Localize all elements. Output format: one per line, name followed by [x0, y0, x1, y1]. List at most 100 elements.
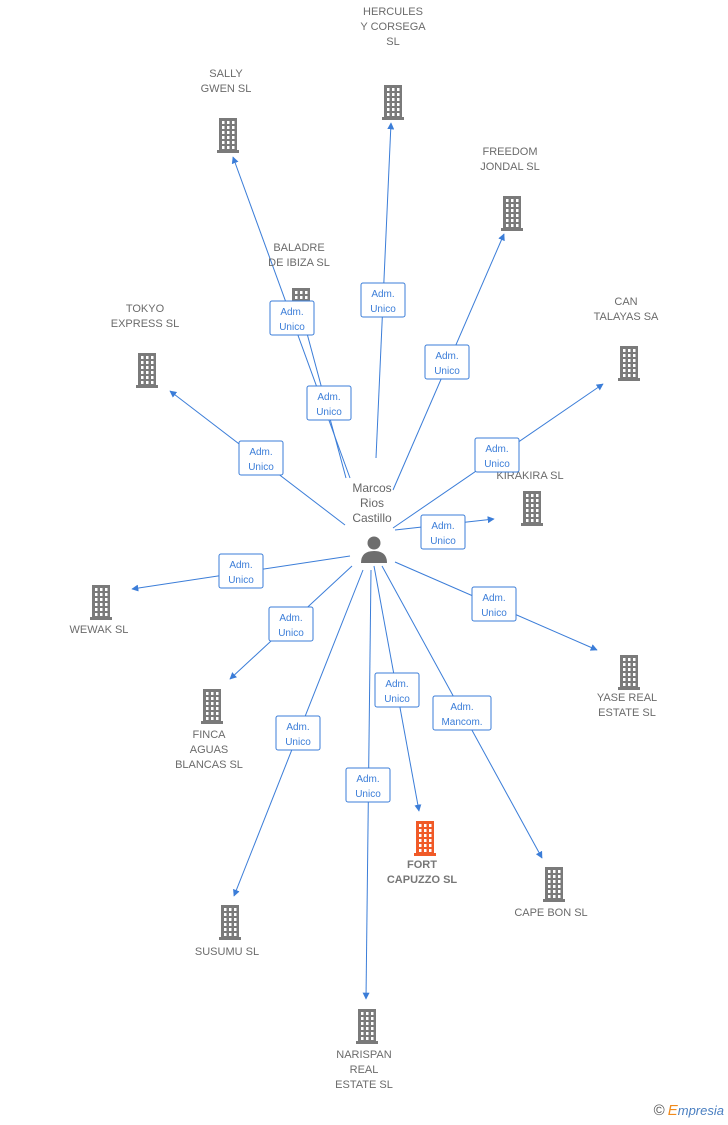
relation-label-wewak: Adm.Unico [218, 553, 264, 589]
relation-text: Unico [248, 462, 274, 473]
company-label-narispan: REAL [350, 1064, 379, 1076]
company-label-freedom: JONDAL SL [480, 161, 540, 173]
company-label-hercules: Y CORSEGA [360, 21, 426, 33]
relation-label-can: Adm. Unico [474, 437, 520, 473]
relation-label-baladre: Adm. Unico [306, 385, 352, 421]
brand-initial: E [667, 1102, 678, 1119]
relation-text: Adm. [356, 774, 379, 785]
relation-text: Unico [434, 366, 460, 377]
person-name: Marcos [352, 481, 391, 495]
relation-text: Unico [484, 459, 510, 470]
relation-text: Adm. [431, 521, 454, 532]
relation-label-yase: Adm. Unico [471, 586, 517, 622]
company-node-can[interactable]: CAN TALAYAS SA [594, 296, 659, 381]
company-label-tokyo: EXPRESS SL [111, 318, 179, 330]
relation-label-sally: Adm. Unico [269, 300, 315, 336]
relation-text: Unico [370, 304, 396, 315]
relation-text: Adm. [482, 593, 505, 604]
company-label-can: TALAYAS SA [594, 311, 659, 323]
building-icon [521, 491, 543, 526]
relation-text: Unico [355, 789, 381, 800]
company-node-capebon[interactable]: CAPE BON SL [514, 867, 588, 919]
company-node-narispan[interactable]: NARISPAN REAL ESTATE SL [335, 1009, 393, 1091]
company-label-freedom: FREEDOM [483, 146, 538, 158]
building-icon [217, 118, 239, 153]
relation-label-susumu: Adm. Unico [275, 715, 321, 751]
company-node-fort[interactable]: FORT CAPUZZO SL [387, 821, 458, 886]
building-icon [618, 655, 640, 690]
company-label-baladre: DE IBIZA SL [268, 257, 330, 269]
person-icon [361, 536, 387, 563]
building-icon [356, 1009, 378, 1044]
company-node-sally[interactable]: SALLY GWEN SL [201, 68, 252, 153]
company-label-tokyo: TOKYO [126, 303, 165, 315]
company-node-tokyo[interactable]: TOKYO EXPRESS SL [111, 303, 179, 388]
company-node-hercules[interactable]: HERCULES Y CORSEGA SL [360, 6, 426, 120]
company-node-kirakira[interactable]: KIRAKIRA SL [496, 470, 564, 526]
relation-text: Adm. [249, 447, 272, 458]
company-node-yase[interactable]: YASE REAL ESTATE SL [597, 655, 657, 719]
relation-text: Unico [279, 322, 305, 333]
person-name: Castillo [352, 511, 392, 525]
relation-text: Adm. [485, 444, 508, 455]
relation-text: Unico [285, 737, 311, 748]
person-name: Rios [360, 496, 384, 510]
building-icon [501, 196, 523, 231]
relation-label-finca: Adm. Unico [268, 606, 314, 642]
relation-label-capebon: Adm. Mancom. [432, 695, 492, 731]
relation-text: Mancom. [441, 717, 482, 728]
company-node-susumu[interactable]: SUSUMU SL [195, 905, 259, 958]
company-label-sally: SALLY [209, 68, 243, 80]
relation-text: Adm. [371, 289, 394, 300]
relation-text: Adm. [279, 613, 302, 624]
relation-label-fort: Adm. Unico [374, 672, 420, 708]
company-label-fort: FORT [407, 859, 437, 871]
building-icon [618, 346, 640, 381]
building-icon [219, 905, 241, 940]
building-icon [136, 353, 158, 388]
company-label-yase: YASE REAL [597, 692, 657, 704]
relation-text: Unico [316, 407, 342, 418]
company-node-wewak[interactable]: WEWAK SL [70, 585, 129, 636]
company-label-fort: CAPUZZO SL [387, 874, 458, 886]
company-label-capebon: CAPE BON SL [514, 907, 587, 919]
relation-label-narispan: Adm. Unico [345, 767, 391, 803]
company-label-hercules: HERCULES [363, 6, 423, 18]
building-icon [90, 585, 112, 620]
building-icon [201, 689, 223, 724]
relation-text: Adm. [317, 392, 340, 403]
relation-text: Adm. [229, 560, 252, 571]
company-label-finca: FINCA [193, 729, 227, 741]
company-label-narispan: ESTATE SL [335, 1079, 393, 1091]
company-label-yase: ESTATE SL [598, 707, 656, 719]
company-node-freedom[interactable]: FREEDOM JONDAL SL [480, 146, 540, 231]
relation-label-hercules: Adm. Unico [360, 282, 406, 318]
company-label-finca: AGUAS [190, 744, 229, 756]
relation-text: Adm. [385, 679, 408, 690]
relation-text: Unico [384, 694, 410, 705]
company-label-finca: BLANCAS SL [175, 759, 243, 771]
company-label-can: CAN [614, 296, 637, 308]
company-label-sally: GWEN SL [201, 83, 252, 95]
building-icon [382, 85, 404, 120]
company-label-susumu: SUSUMU SL [195, 946, 259, 958]
company-label-wewak: WEWAK SL [70, 624, 129, 636]
relation-label-tokyo: Adm. Unico [238, 440, 284, 476]
relation-text: Adm. [450, 702, 473, 713]
relation-text: Adm. [435, 351, 458, 362]
company-label-narispan: NARISPAN [336, 1049, 391, 1061]
relation-text: Adm. [280, 307, 303, 318]
relation-text: Adm. [286, 722, 309, 733]
company-label-hercules: SL [386, 36, 399, 48]
copyright-symbol: © [653, 1102, 665, 1119]
relation-text: Unico [430, 536, 456, 547]
company-node-finca[interactable]: FINCA AGUAS BLANCAS SL [175, 689, 243, 771]
relation-label-kirakira: Adm. Unico [420, 514, 466, 550]
relation-text: Unico [481, 608, 507, 619]
relation-text: Unico [278, 628, 304, 639]
relation-label-freedom: Adm. Unico [424, 344, 470, 380]
company-label-kirakira: KIRAKIRA SL [496, 470, 563, 482]
building-icon [414, 821, 436, 856]
